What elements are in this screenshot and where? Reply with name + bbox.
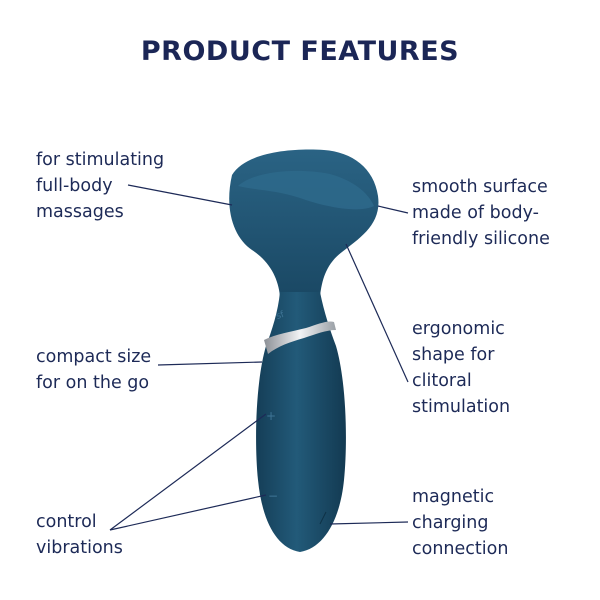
leader-surface [377, 205, 409, 214]
feature-line: ergonomic [412, 319, 505, 339]
massager-body [256, 292, 346, 552]
feature-full-body: for stimulating full-body massages [36, 147, 164, 225]
feature-line: connection [412, 539, 509, 559]
feature-line: clitoral [412, 371, 472, 391]
feature-line: compact size [36, 347, 152, 367]
leader-control-minus [109, 494, 267, 531]
feature-line: magnetic [412, 487, 495, 507]
chrome-band [264, 321, 336, 354]
feature-line: for stimulating [36, 150, 165, 170]
leader-full-body [127, 184, 233, 206]
feature-compact: compact size for on the go [36, 344, 151, 396]
logo-mark: sf [275, 310, 287, 322]
leader-charging [329, 521, 409, 525]
minus-button-icon: − [268, 489, 278, 503]
plus-button-icon: + [266, 409, 276, 423]
feature-line: for on the go [36, 373, 150, 393]
feature-line: smooth surface [412, 177, 548, 197]
feature-line: stimulation [412, 397, 511, 417]
feature-ergonomic: ergonomic shape for clitoral stimulation [412, 316, 510, 420]
page-title: PRODUCT FEATURES [140, 36, 460, 67]
leader-compact [157, 361, 263, 366]
feature-line: made of body- [412, 203, 539, 223]
feature-line: friendly silicone [412, 229, 550, 249]
feature-surface: smooth surface made of body- friendly si… [412, 174, 550, 252]
head-top-surface [238, 170, 374, 210]
feature-charging: magnetic charging connection [412, 484, 508, 562]
leader-ergonomic [345, 243, 409, 383]
feature-line: massages [36, 202, 124, 222]
feature-line: full-body [36, 176, 113, 196]
charging-contact [319, 511, 327, 525]
feature-line: charging [412, 513, 489, 533]
leader-control-plus [109, 413, 267, 531]
feature-line: shape for [412, 345, 495, 365]
feature-line: vibrations [36, 538, 123, 558]
feature-control: control vibrations [36, 509, 123, 561]
feature-line: control [36, 512, 97, 532]
